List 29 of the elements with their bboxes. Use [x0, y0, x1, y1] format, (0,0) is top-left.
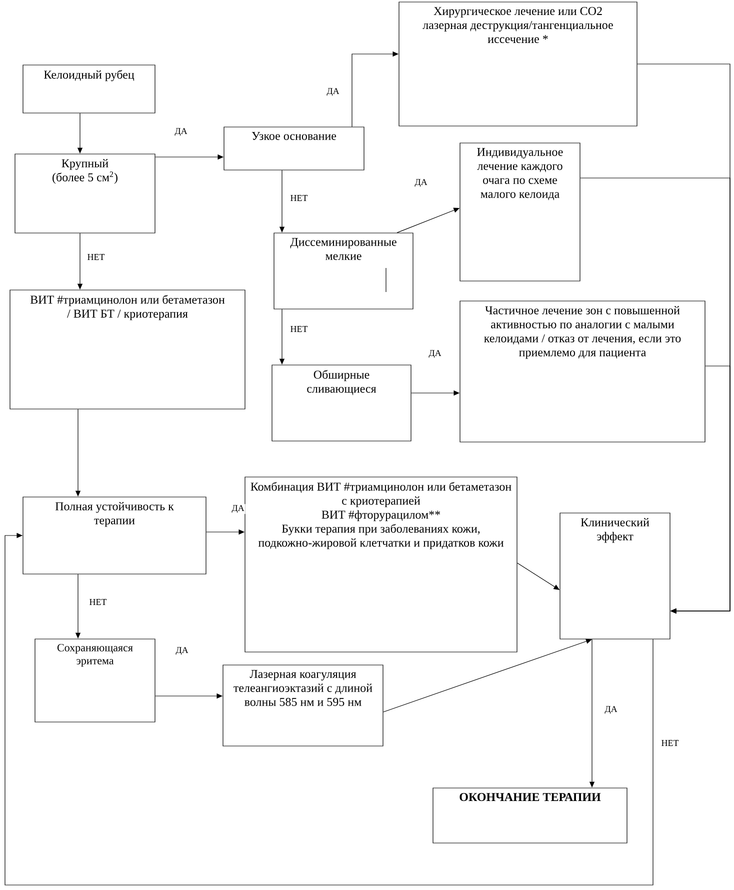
flow-box: Узкое основание	[224, 126, 364, 170]
flow-box: Частичное лечение зон с повышенной активностью по аналогии с малыми келоидами / отказ от лечения, если это приемлемо для пациента	[460, 300, 706, 442]
edge-label: ДА	[428, 349, 442, 359]
edge-label: НЕТ	[289, 194, 309, 202]
flow-box: Сохраняющаяся эритема	[34, 638, 156, 722]
flow-box: ВИТ #триамцинолон или бетаметазон / ВИТ БТ / криотерапия	[10, 290, 246, 410]
edge-label: ДА	[604, 705, 618, 715]
flow-box: Клинический эффект	[560, 512, 670, 640]
edge-label: ДА	[174, 646, 190, 656]
edge-label: ДА	[174, 127, 188, 137]
flow-box: Полная устойчивость к терапии	[22, 496, 206, 574]
edge-label: НЕТ	[289, 325, 309, 333]
flow-box: Индивидуальное лечение каждого очага по схеме малого келоида	[460, 142, 580, 282]
edge-label: ДА	[230, 504, 246, 514]
flow-box: Обширные сливающиеся	[272, 364, 412, 442]
flow-box: ОКОНЧАНИЕ ТЕРАПИИ	[432, 788, 628, 844]
edge-label: НЕТ	[88, 598, 108, 606]
edge-label: ДА	[414, 178, 428, 188]
flow-box: Келоидный рубец	[22, 64, 156, 114]
arrow	[4, 532, 654, 886]
flow-box: Крупный (более 5 см$^{2}$)	[14, 154, 156, 234]
flow-box: Комбинация ВИТ #триамцинолон или бетаметазон с криотерапией ВИТ #фторурацилом** Букки терапия при заболеваниях кожи, подкожно-жировой клетчатки и придатков кожи	[244, 476, 518, 652]
flow-box: Лазерная коагуляция телеангиоэктазий с длиной волны 585 нм и 595 нм	[222, 664, 384, 746]
edge-label: НЕТ	[660, 739, 680, 747]
edge-label: ДА	[326, 87, 340, 97]
flow-box: Диссеминированные мелкие	[274, 232, 414, 310]
flow-box: Хирургическое лечение или CO2 лазерная деструкция/тангенциальное иссечение *	[398, 2, 638, 126]
edge-label: НЕТ	[86, 253, 106, 261]
arrow	[383, 638, 592, 712]
